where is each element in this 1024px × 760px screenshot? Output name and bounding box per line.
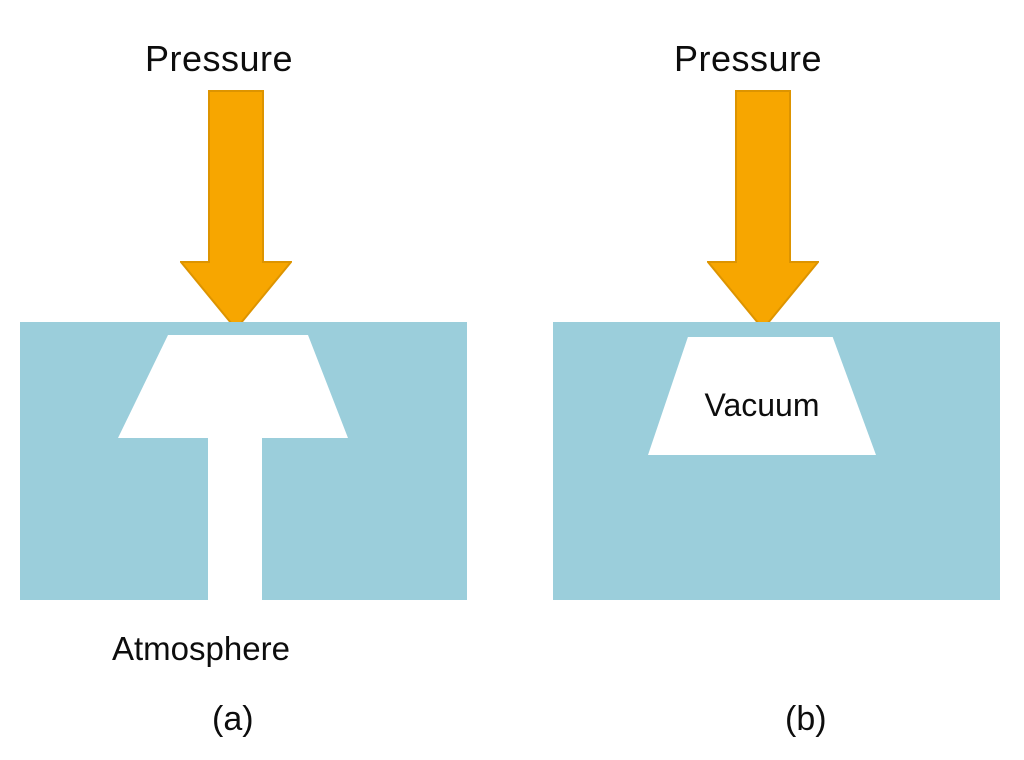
sensor-block-a [20, 322, 467, 600]
pressure-arrow-icon [707, 90, 819, 330]
panel-b-caption: (b) [785, 700, 827, 738]
vacuum-label: Vacuum [704, 386, 820, 423]
atmosphere-label: Atmosphere [112, 630, 290, 667]
sealed-cavity-shape: Vacuum [648, 337, 876, 455]
pressure-label-a: Pressure [145, 38, 294, 79]
panel-a-caption: (a) [212, 700, 254, 738]
pressure-arrow-icon [180, 90, 292, 330]
open-cavity-shape [118, 335, 348, 600]
pressure-label-b: Pressure [674, 38, 823, 79]
sensor-block-b: Vacuum [553, 322, 1000, 600]
